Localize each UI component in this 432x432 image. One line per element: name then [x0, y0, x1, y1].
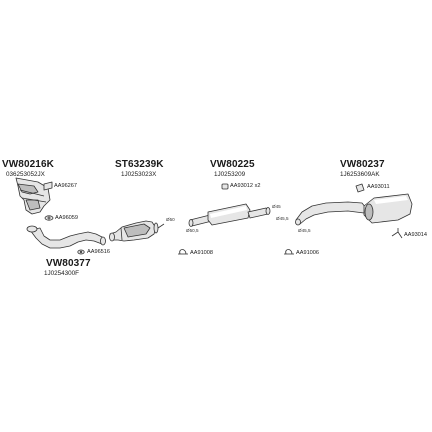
- part-code-manifold: VW80216K: [2, 159, 54, 170]
- part-code-catalyst: ST63239K: [115, 159, 164, 170]
- accessory-aa91008: AA91008: [190, 250, 214, 256]
- rear-silencer: [295, 193, 413, 226]
- diameter-label-middle-outlet: Ø45: [272, 204, 281, 209]
- oem-number-rear-silencer: 1J6253609AK: [340, 171, 380, 178]
- diameter-label-middle-tail: Ø45,5: [276, 216, 289, 221]
- hanger-aa93014: [391, 228, 403, 239]
- gasket-aa96516: [77, 249, 85, 255]
- diameter-label-rear-inlet: Ø45,5: [298, 228, 311, 233]
- accessory-aa96516: AA96516: [87, 249, 111, 255]
- gasket-aa96267: [43, 181, 53, 191]
- oem-number-manifold: 036253052JX: [6, 171, 45, 178]
- oem-number-catalyst: 1J0253023X: [121, 171, 157, 178]
- accessory-aa93014: AA93014: [404, 232, 428, 238]
- diameter-label-middle-inlet: Ø50,5: [186, 228, 199, 233]
- oem-number-front-pipe: 1J0254300F: [44, 270, 80, 277]
- clamp-aa91006: [284, 249, 294, 255]
- accessory-aa93011: AA93011: [367, 184, 390, 190]
- gasket-aa96059: [44, 215, 54, 221]
- accessory-aa93012: AA93012 x2: [230, 183, 261, 189]
- hanger-aa93012: [221, 183, 229, 190]
- hanger-aa93011: [355, 183, 365, 193]
- exhaust-manifold: [15, 177, 51, 215]
- accessory-aa96059: AA96059: [55, 215, 79, 221]
- accessory-aa91006: AA91006: [296, 250, 320, 256]
- catalytic-converter: [109, 220, 165, 242]
- part-code-front-pipe: VW80377: [46, 258, 91, 269]
- front-pipe: [26, 225, 106, 249]
- oem-number-middle-silencer: 1J0253209: [214, 171, 246, 178]
- part-code-rear-silencer: VW80237: [340, 159, 385, 170]
- diameter-label-catalyst: Ø50: [166, 217, 175, 222]
- part-code-middle-silencer: VW80225: [210, 159, 255, 170]
- accessory-aa96267: AA96267: [54, 183, 78, 189]
- clamp-aa91008: [178, 249, 188, 255]
- middle-silencer: [188, 203, 271, 227]
